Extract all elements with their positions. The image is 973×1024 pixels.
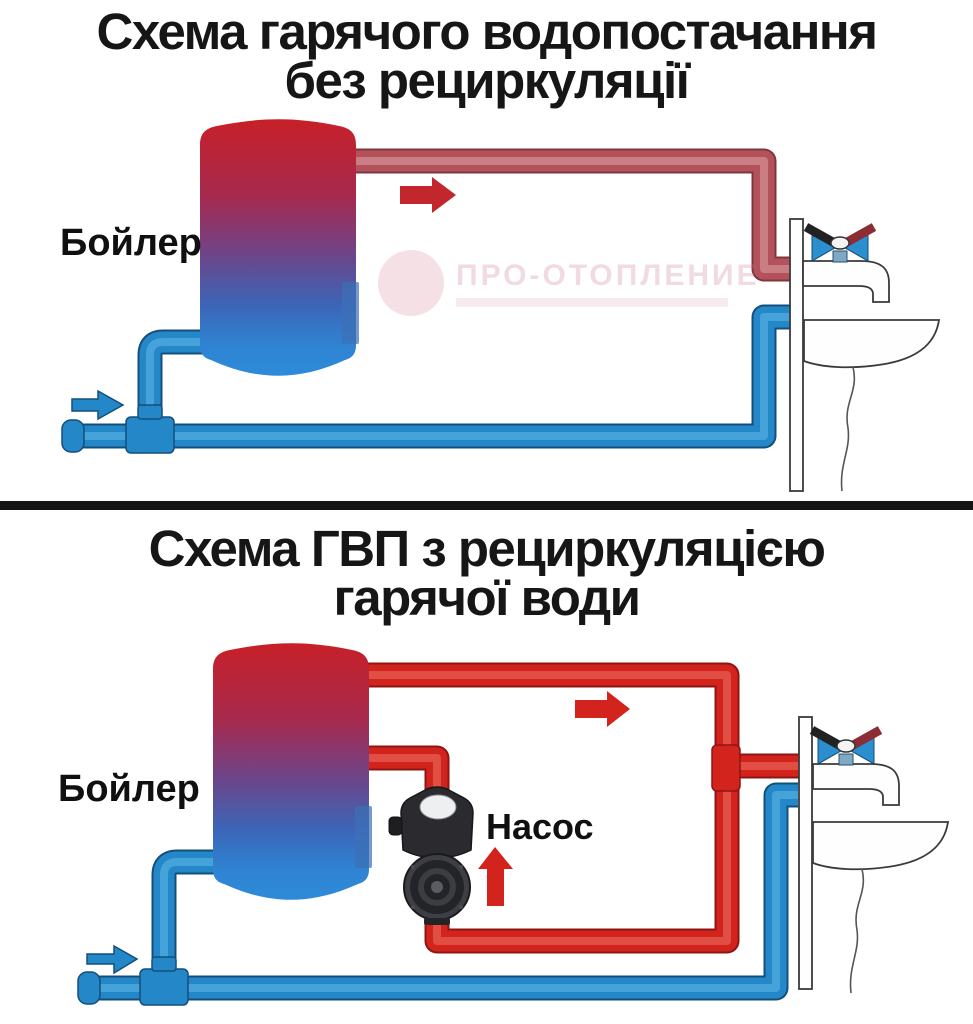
pump-label: Насос bbox=[486, 806, 594, 847]
section-divider bbox=[0, 501, 973, 510]
tee-fitting-top bbox=[125, 416, 175, 454]
boiler-top-label: Бойлер bbox=[60, 222, 202, 264]
cold-riser-bottom bbox=[151, 849, 220, 986]
watermark-logo-circle bbox=[378, 250, 444, 316]
flow-right-arrow-hot-top-icon bbox=[400, 177, 456, 213]
tee-fitting-bottom bbox=[139, 968, 189, 1006]
cold-pipe-bottom bbox=[86, 782, 798, 1001]
inlet-right-arrow-cold-bottom-icon bbox=[86, 944, 139, 975]
wall-bottom bbox=[798, 716, 813, 990]
boiler-bottom-label: Бойлер bbox=[58, 768, 200, 810]
tee-collar-top bbox=[137, 404, 163, 420]
watermark-text: ПРО-ОТОПЛЕНИЕ bbox=[456, 259, 760, 292]
flow-right-arrow-hot-bottom-icon bbox=[575, 691, 630, 727]
title-top-line1: Схема гарячого водопостачання bbox=[96, 3, 878, 60]
title-bottom-line1: Схема ГВП з рециркуляцією bbox=[148, 520, 826, 577]
watermark: ПРО-ОТОПЛЕНИЕ bbox=[378, 250, 760, 316]
faucet-handle-bottom bbox=[812, 730, 880, 765]
hot-pipe-top bbox=[344, 148, 792, 282]
sink-bottom bbox=[812, 821, 949, 994]
faucet-top bbox=[802, 260, 890, 303]
inlet-right-arrow-cold-top-icon bbox=[71, 389, 125, 421]
faucet-handle-top bbox=[806, 227, 874, 262]
tee-collar-bottom bbox=[151, 956, 177, 972]
pump bbox=[388, 786, 474, 925]
sink-top bbox=[803, 319, 940, 492]
cold-pipe-top bbox=[70, 304, 792, 449]
title-bottom: Схема ГВП з рециркуляцією гарячої води bbox=[0, 520, 973, 626]
faucet-bottom bbox=[812, 763, 900, 806]
boiler-top bbox=[200, 119, 359, 376]
title-top: Схема гарячого водопостачання без рецирк… bbox=[0, 3, 973, 109]
watermark-text-block: ПРО-ОТОПЛЕНИЕ bbox=[456, 259, 760, 307]
title-bottom-line2: гарячої води bbox=[333, 569, 641, 626]
pipe-end-cap-top bbox=[61, 419, 85, 453]
pipe-end-cap-bottom bbox=[77, 971, 101, 1005]
cold-riser-top bbox=[137, 329, 206, 434]
hot-loop-bottom bbox=[360, 662, 740, 954]
tee-fitting-hot-bottom bbox=[711, 744, 741, 792]
title-top-line2: без рециркуляції bbox=[284, 52, 691, 109]
boiler-bottom bbox=[213, 643, 372, 900]
watermark-subline bbox=[456, 298, 728, 307]
wall-top bbox=[789, 218, 804, 492]
diagram-top bbox=[61, 119, 940, 492]
pump-up-arrow-icon bbox=[478, 847, 513, 906]
diagram-bottom bbox=[77, 643, 949, 1006]
